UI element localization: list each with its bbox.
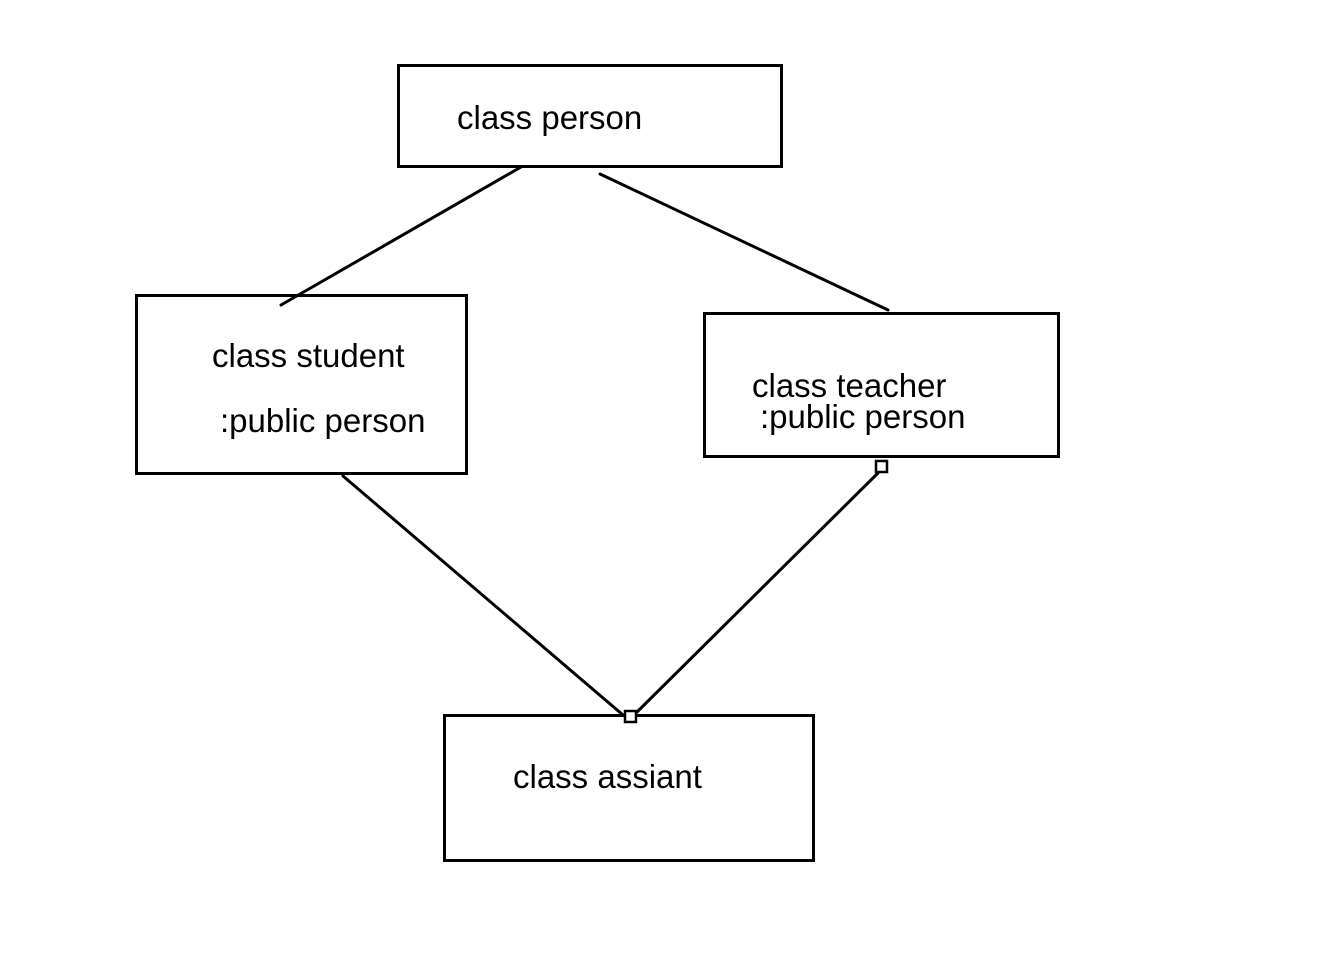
node-class-teacher-subtitle: :public person bbox=[760, 398, 966, 435]
node-class-student[interactable]: class student :public person bbox=[135, 294, 468, 475]
node-class-person-title: class person bbox=[457, 99, 643, 136]
node-class-assiant[interactable]: class assiant bbox=[443, 714, 815, 862]
node-class-student-subtitle: :public person bbox=[220, 402, 426, 439]
edge-teacher-assiant[interactable] bbox=[635, 471, 880, 714]
connector-endpoint-handle[interactable] bbox=[874, 459, 889, 474]
connector-endpoint-handle[interactable] bbox=[623, 709, 638, 724]
node-class-teacher[interactable]: class teacher :public person bbox=[703, 312, 1060, 458]
edge-person-student[interactable] bbox=[279, 165, 523, 307]
edge-person-teacher[interactable] bbox=[598, 172, 890, 312]
node-class-assiant-title: class assiant bbox=[513, 758, 702, 795]
node-class-person[interactable]: class person bbox=[397, 64, 783, 168]
node-class-teacher-title: class teacher bbox=[752, 367, 947, 404]
node-class-student-title: class student bbox=[212, 337, 405, 374]
edge-student-assiant[interactable] bbox=[341, 474, 625, 717]
